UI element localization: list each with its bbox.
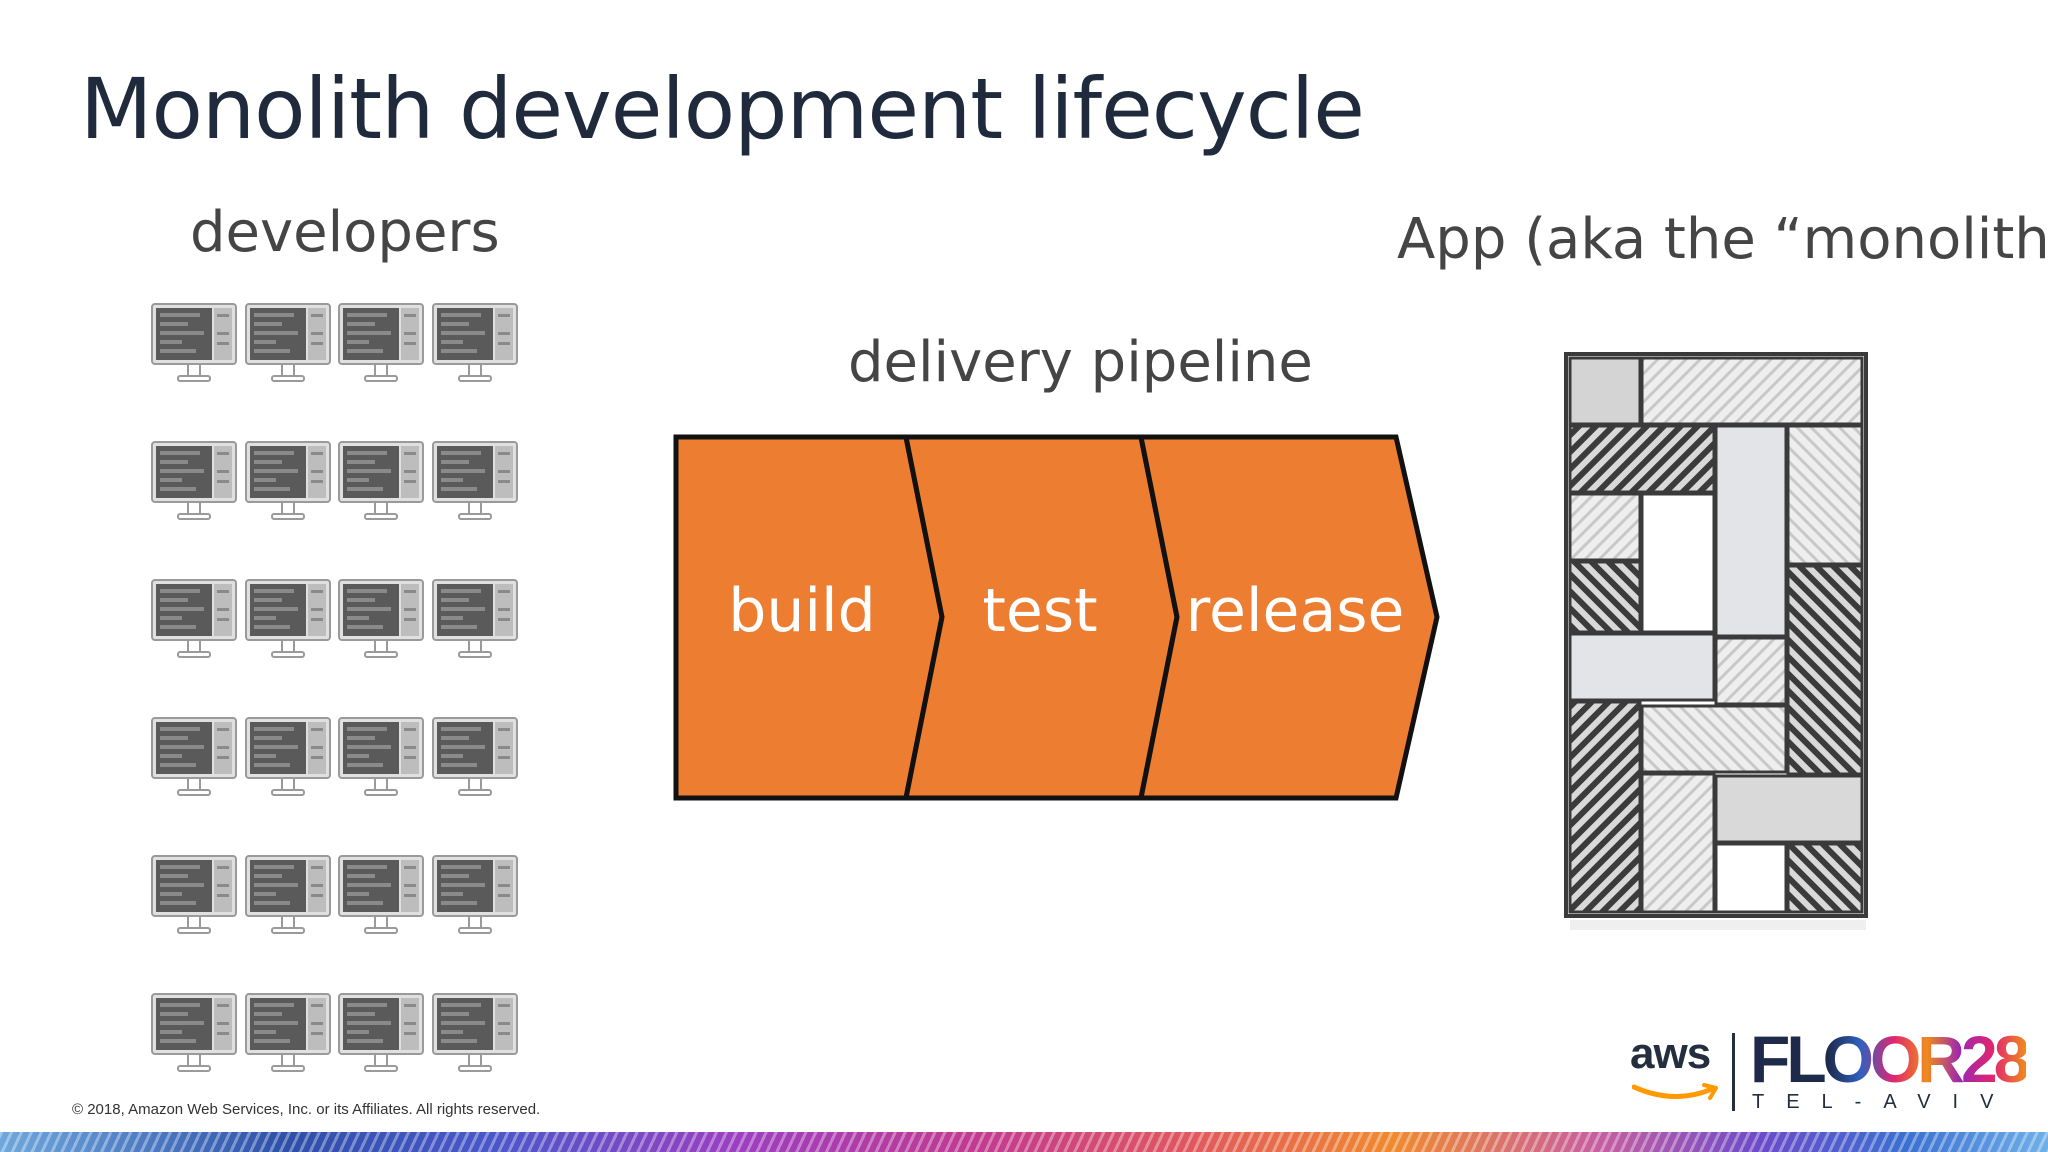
developer-monitor-icon [337,578,425,660]
developer-monitor-icon [150,440,238,522]
developer-monitor-icon [431,992,519,1074]
developer-monitor-icon [431,440,519,522]
developer-monitor-icon [244,992,332,1074]
developer-monitor-icon [337,440,425,522]
floor28-logo: FLOOR28 [1750,1022,2030,1096]
developer-monitor-icon [337,992,425,1074]
logo-divider [1732,1033,1735,1111]
monolith-app-block [1564,352,1868,930]
developer-monitor-icon [431,854,519,936]
developer-monitor-icon [431,302,519,384]
pipeline-stage-release: release [1185,576,1405,646]
developers-label: developers [190,200,500,265]
app-label: App (aka the “monolith”) [1397,207,2048,272]
developer-monitor-icon [150,716,238,798]
developer-monitor-icon [431,578,519,660]
developer-monitor-icon [244,854,332,936]
developer-monitor-icon [244,440,332,522]
developer-monitor-icon [337,854,425,936]
developer-monitor-icon [150,578,238,660]
slide-title: Monolith development lifecycle [80,60,1365,158]
floor28-location: TEL-AVIV [1752,1091,2016,1113]
developer-monitor-icon [150,854,238,936]
developer-monitor-icon [431,716,519,798]
developer-monitor-icon [244,578,332,660]
developer-monitor-icon [150,992,238,1074]
pipeline-label: delivery pipeline [848,330,1313,395]
event-logos: aws FLOOR28 TEL-AVIV [1620,1022,2030,1115]
developer-monitor-icon [150,302,238,384]
developer-monitor-icon [244,716,332,798]
developer-workstation-grid [150,302,522,1072]
aws-smile-icon [1632,1083,1718,1100]
developer-monitor-icon [244,302,332,384]
copyright-notice: © 2018, Amazon Web Services, Inc. or its… [72,1101,541,1118]
developer-monitor-icon [337,302,425,384]
pipeline-stage-test: test [982,576,1098,646]
developer-monitor-icon [337,716,425,798]
aws-logo: aws [1630,1029,1711,1078]
pipeline-stage-build: build [728,576,876,646]
footer-rainbow-bar [0,1132,2048,1152]
